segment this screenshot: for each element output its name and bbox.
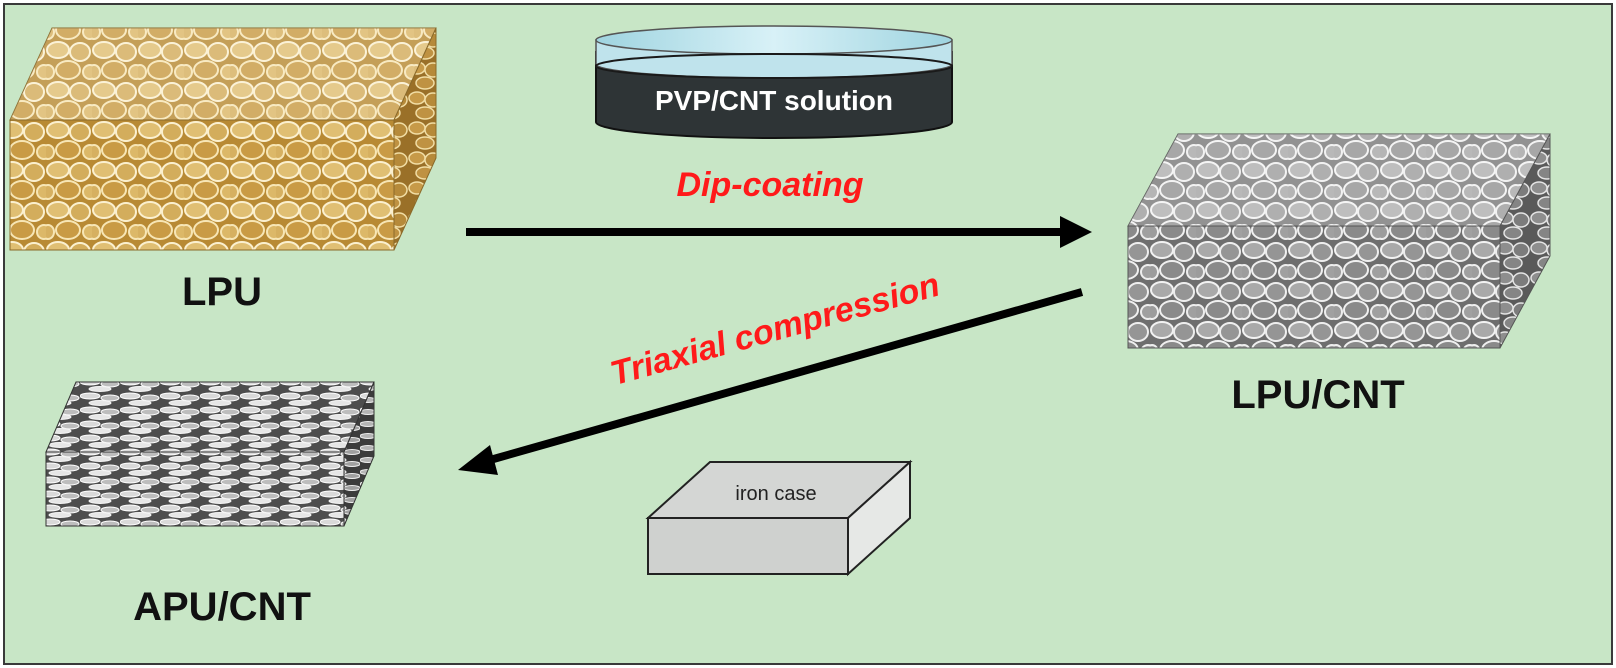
iron-case-label: iron case [735,483,816,505]
lpu-cnt-foam-block [1127,133,1551,349]
lpu-cnt-label: LPU/CNT [1231,373,1404,417]
iron-case-box [645,459,913,577]
triaxial-compression-arrow [488,288,1084,464]
dip-coating-arrowhead [1060,216,1092,248]
solution-dish [595,25,953,139]
solution-label: PVP/CNT solution [655,85,893,116]
lpu-foam-block [9,27,437,251]
dip-coating-label: Dip-coating [677,166,864,204]
apu-cnt-label: APU/CNT [133,585,311,629]
apu-cnt-foam-block [45,381,375,527]
lpu-label: LPU [182,270,262,314]
triaxial-compression-arrowhead [458,445,498,475]
